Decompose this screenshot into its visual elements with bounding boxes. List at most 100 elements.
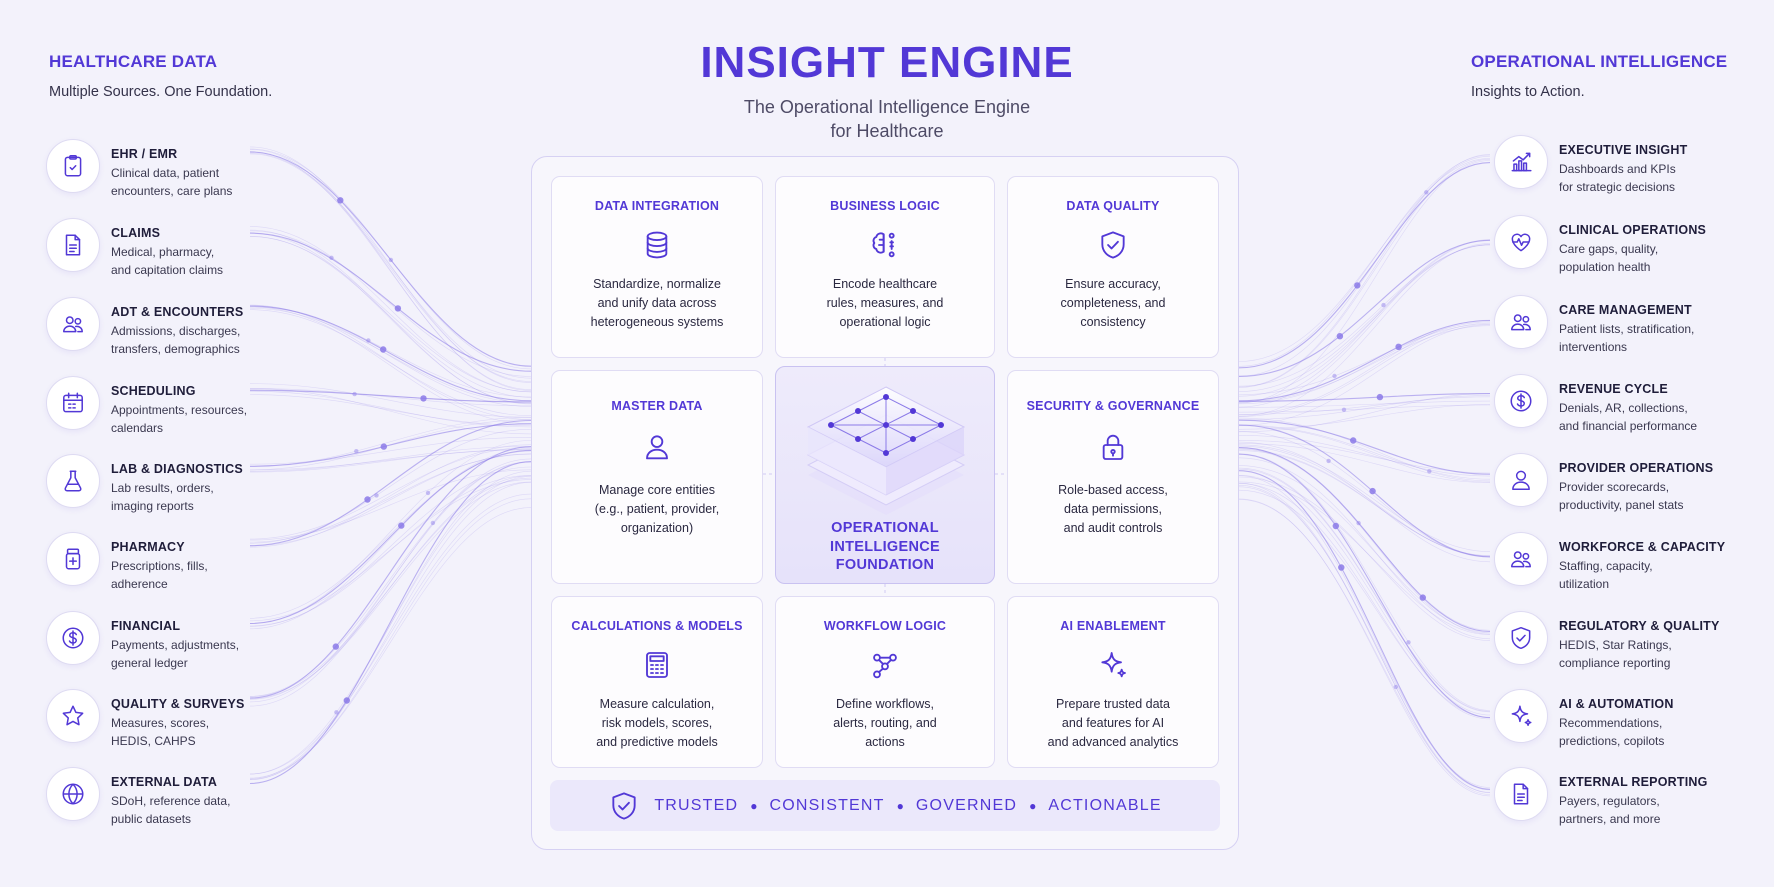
flow-line: [1238, 319, 1491, 416]
clipboard-icon: [46, 139, 100, 193]
flow-line: [249, 449, 532, 471]
flow-node: [380, 346, 387, 353]
flow-line: [249, 388, 532, 407]
flow-line: [1238, 499, 1491, 793]
flow-line: [249, 419, 532, 547]
separator-dot: ●: [1029, 798, 1037, 813]
flow-node: [1338, 564, 1345, 571]
flow-line: [1238, 243, 1491, 417]
flow-line: [1238, 395, 1491, 420]
flow-node: [425, 490, 431, 496]
flow-node: [388, 257, 394, 263]
card-title: AI ENABLEMENT: [1060, 619, 1166, 633]
item-title: EHR / EMR: [111, 147, 178, 161]
globe-icon: [46, 767, 100, 821]
flow-line: [1238, 404, 1491, 430]
document-icon: [1494, 767, 1548, 821]
flow-line: [1238, 445, 1491, 557]
flow-line: [249, 493, 532, 775]
output-item-care-management: CARE MANAGEMENT Patient lists, stratifica…: [1494, 295, 1764, 356]
flow-node: [352, 391, 357, 397]
flow-line: [249, 476, 532, 775]
value-actionable: ACTIONABLE: [1048, 796, 1162, 814]
card-title: WORKFLOW LOGIC: [823, 619, 947, 633]
flow-line: [1238, 419, 1491, 475]
flow-line: [249, 469, 532, 541]
flow-line: [1238, 453, 1491, 719]
flow-line: [1238, 467, 1491, 712]
flow-line: [249, 461, 532, 785]
item-title: PROVIDER OPERATIONS: [1559, 461, 1714, 475]
flow-line: [249, 446, 532, 699]
flow-line: [249, 389, 532, 403]
workflow-icon: [868, 647, 902, 683]
flow-node: [364, 496, 371, 503]
chart-icon: [1494, 135, 1548, 189]
card-title: DATA QUALITY: [1066, 199, 1160, 213]
flow-line: [249, 229, 532, 405]
item-description: Lab results, orders, imaging reports: [111, 481, 214, 513]
flow-line: [249, 440, 532, 624]
database-icon: [640, 227, 674, 263]
lock-icon: [1096, 429, 1130, 465]
item-title: REVENUE CYCLE: [1559, 382, 1668, 396]
flow-line: [249, 479, 532, 622]
flow-line: [249, 498, 532, 780]
flask-icon: [46, 454, 100, 508]
flow-node: [329, 255, 334, 260]
item-description: Medical, pharmacy, and capitation claims: [111, 245, 224, 277]
people-icon: [1494, 532, 1548, 586]
item-description: SDoH, reference data, public datasets: [111, 794, 231, 826]
item-description: Payers, regulators, partners, and more: [1559, 794, 1661, 826]
flow-line: [1238, 441, 1491, 563]
item-title: CARE MANAGEMENT: [1559, 303, 1692, 317]
flow-node: [337, 197, 344, 204]
values-bar: TRUSTED ● CONSISTENT ● GOVERNED ● ACTION…: [550, 780, 1220, 831]
item-description: Patient lists, stratification, intervent…: [1559, 322, 1695, 354]
star-icon: [46, 689, 100, 743]
item-title: SCHEDULING: [111, 384, 196, 398]
flow-line: [1238, 319, 1491, 402]
flow-node: [430, 520, 436, 526]
card-description: Manage core entities (e.g., patient, pro…: [594, 483, 720, 535]
value-consistent: CONSISTENT: [769, 796, 885, 814]
flow-line: [1238, 453, 1491, 711]
flow-line: [1238, 447, 1491, 633]
flow-node: [374, 493, 379, 498]
flow-node: [1395, 343, 1402, 350]
flow-line: [249, 448, 532, 630]
flow-line: [1238, 443, 1491, 483]
shield-check-icon: [1494, 611, 1548, 665]
flow-line: [1238, 154, 1491, 388]
flow-node: [354, 449, 359, 454]
flow-line: [1238, 482, 1491, 795]
flow-line: [249, 148, 532, 370]
item-title: EXTERNAL DATA: [111, 775, 218, 789]
item-description: Provider scorecards, productivity, panel…: [1559, 480, 1684, 512]
flow-line: [1238, 470, 1491, 790]
item-description: Payments, adjustments, general ledger: [111, 638, 240, 670]
flow-line: [1238, 431, 1491, 558]
document-icon: [46, 218, 100, 272]
flow-line: [249, 429, 532, 544]
sparkle-icon: [1494, 689, 1548, 743]
item-description: Dashboards and KPIs for strategic decisi…: [1559, 162, 1676, 194]
flow-node: [1332, 373, 1337, 379]
flow-line: [1238, 393, 1491, 433]
card-title: BUSINESS LOGIC: [830, 199, 940, 213]
healthcare-data-header: HEALTHCARE DATA Multiple Sources. One Fo…: [49, 52, 272, 100]
flow-line: [1238, 396, 1491, 415]
flow-line: [249, 149, 532, 391]
flow-node: [334, 710, 339, 715]
